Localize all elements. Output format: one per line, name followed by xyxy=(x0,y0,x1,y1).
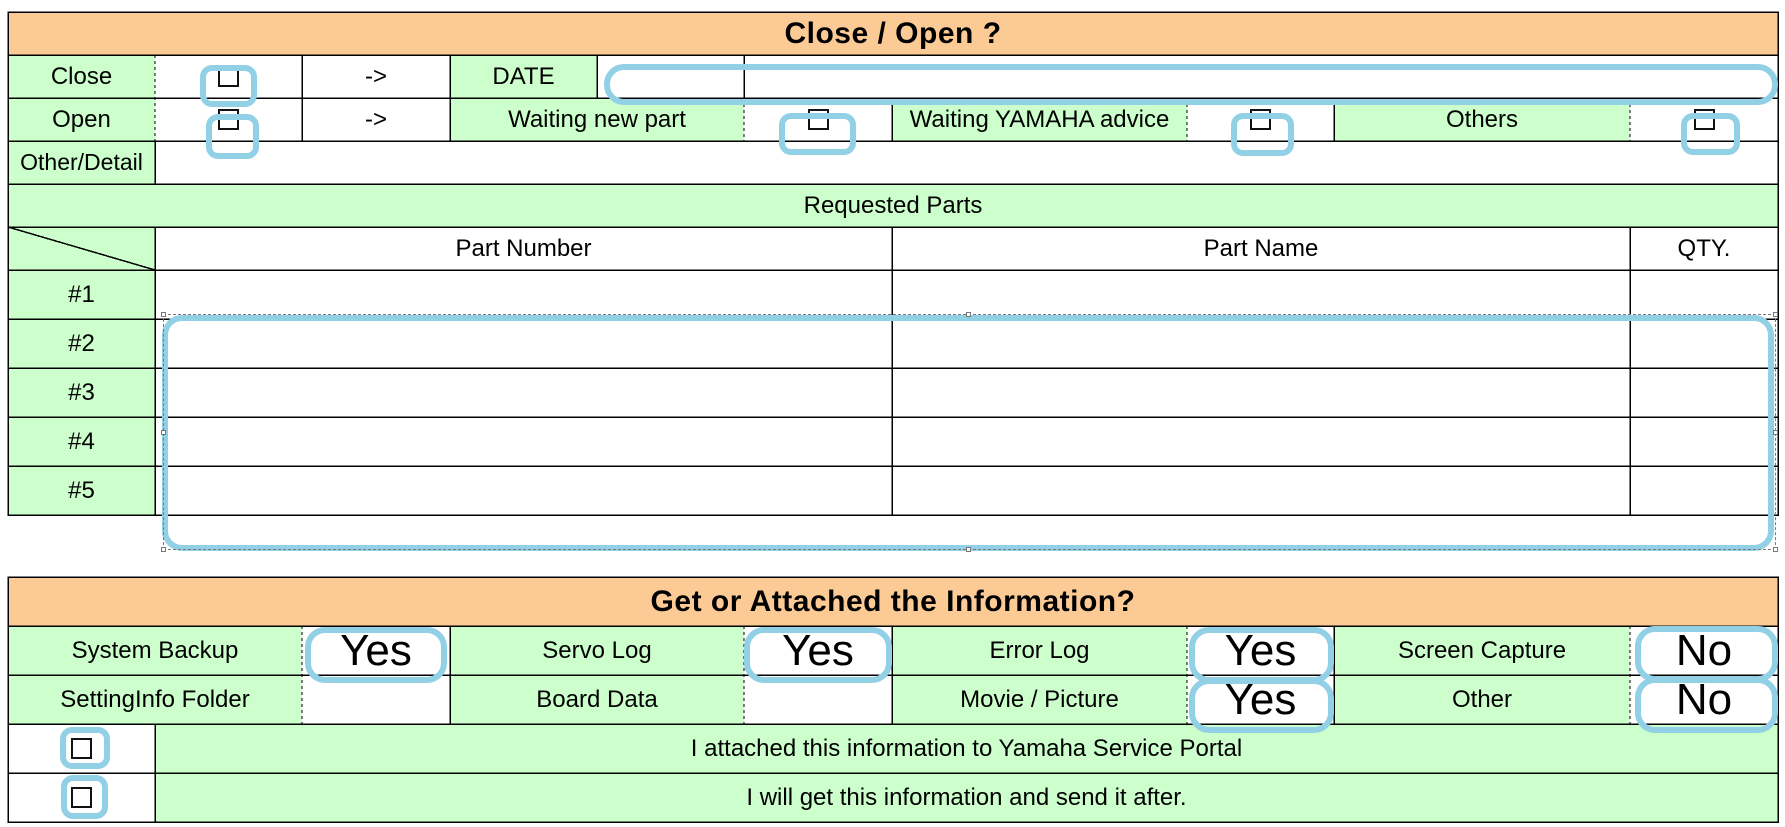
error-log-value-highlight xyxy=(1189,627,1334,683)
close-checkbox-highlight xyxy=(200,65,257,107)
waiting-new-part-checkbox-highlight xyxy=(779,113,856,155)
movie-picture-label: Movie / Picture xyxy=(892,675,1187,724)
selection-handle[interactable] xyxy=(1773,430,1778,435)
open-checkbox-highlight xyxy=(206,114,259,159)
selection-handle[interactable] xyxy=(161,430,166,435)
qty-header: QTY. xyxy=(1630,227,1778,270)
qty-input[interactable] xyxy=(1630,270,1778,319)
servo-log-label: Servo Log xyxy=(450,626,744,675)
part-row-label: #3 xyxy=(8,368,155,417)
movie-picture-value-highlight xyxy=(1189,678,1334,733)
open-arrow: -> xyxy=(302,98,450,141)
selection-handle[interactable] xyxy=(966,547,971,552)
other-detail-input[interactable] xyxy=(155,141,1778,184)
other-detail-label: Other/Detail xyxy=(8,141,155,184)
screen-capture-label: Screen Capture xyxy=(1334,626,1630,675)
part-row-label: #1 xyxy=(8,270,155,319)
other-info-value-highlight xyxy=(1635,677,1778,733)
selection-handle[interactable] xyxy=(161,312,166,317)
close-label: Close xyxy=(8,55,155,98)
system-backup-value-highlight xyxy=(305,627,447,683)
information-section-title: Get or Attached the Information? xyxy=(8,577,1778,626)
part-name-input[interactable] xyxy=(892,270,1630,319)
parts-corner-cell xyxy=(8,227,155,270)
will-send-label: I will get this information and send it … xyxy=(155,773,1778,822)
status-section-title: Close / Open ? xyxy=(8,12,1778,55)
parts-selection-frame xyxy=(163,314,1776,550)
settinginfo-folder-label: SettingInfo Folder xyxy=(8,675,302,724)
close-arrow: -> xyxy=(302,55,450,98)
selection-handle[interactable] xyxy=(966,312,971,317)
board-data-label: Board Data xyxy=(450,675,744,724)
attached-label: I attached this information to Yamaha Se… xyxy=(155,724,1778,773)
open-label: Open xyxy=(8,98,155,141)
servo-log-value-highlight xyxy=(744,627,892,683)
other-info-label: Other xyxy=(1334,675,1630,724)
attached-checkbox-highlight xyxy=(60,727,110,769)
part-name-header: Part Name xyxy=(892,227,1630,270)
will-send-checkbox-highlight xyxy=(61,775,108,819)
part-row-label: #2 xyxy=(8,319,155,368)
others-checkbox-highlight xyxy=(1681,113,1740,155)
screen-capture-value-highlight xyxy=(1635,626,1778,682)
part-number-input[interactable] xyxy=(155,270,892,319)
error-log-label: Error Log xyxy=(892,626,1187,675)
part-number-header: Part Number xyxy=(155,227,892,270)
selection-handle[interactable] xyxy=(1773,547,1778,552)
selection-handle[interactable] xyxy=(1773,312,1778,317)
date-label: DATE xyxy=(450,55,597,98)
part-row-label: #4 xyxy=(8,417,155,466)
system-backup-label: System Backup xyxy=(8,626,302,675)
waiting-yamaha-checkbox-highlight xyxy=(1231,113,1294,156)
selection-handle[interactable] xyxy=(161,547,166,552)
part-row-label: #5 xyxy=(8,466,155,515)
requested-parts-title: Requested Parts xyxy=(8,184,1778,227)
date-field-highlight xyxy=(604,64,1778,105)
